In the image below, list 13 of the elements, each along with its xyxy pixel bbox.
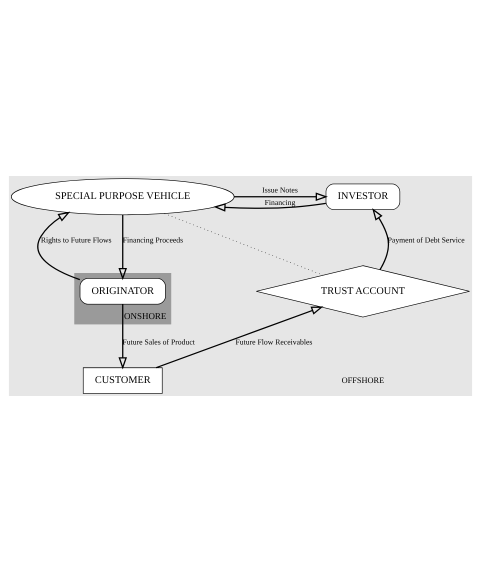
node-ellipse: SPECIAL PURPOSE VEHICLE bbox=[11, 178, 234, 216]
node-box: INVESTOR bbox=[326, 184, 400, 210]
connector bbox=[164, 213, 324, 276]
arrow bbox=[118, 214, 128, 280]
arrow bbox=[37, 212, 80, 280]
node-diamond: TRUST ACCOUNT bbox=[256, 265, 470, 318]
arrow bbox=[372, 208, 390, 270]
arrow bbox=[213, 202, 326, 212]
arrow bbox=[118, 304, 128, 370]
node-box: CUSTOMER bbox=[82, 367, 163, 394]
node-box: ORIGINATOR bbox=[80, 278, 166, 304]
arrow bbox=[234, 192, 328, 202]
arrow bbox=[156, 306, 324, 368]
